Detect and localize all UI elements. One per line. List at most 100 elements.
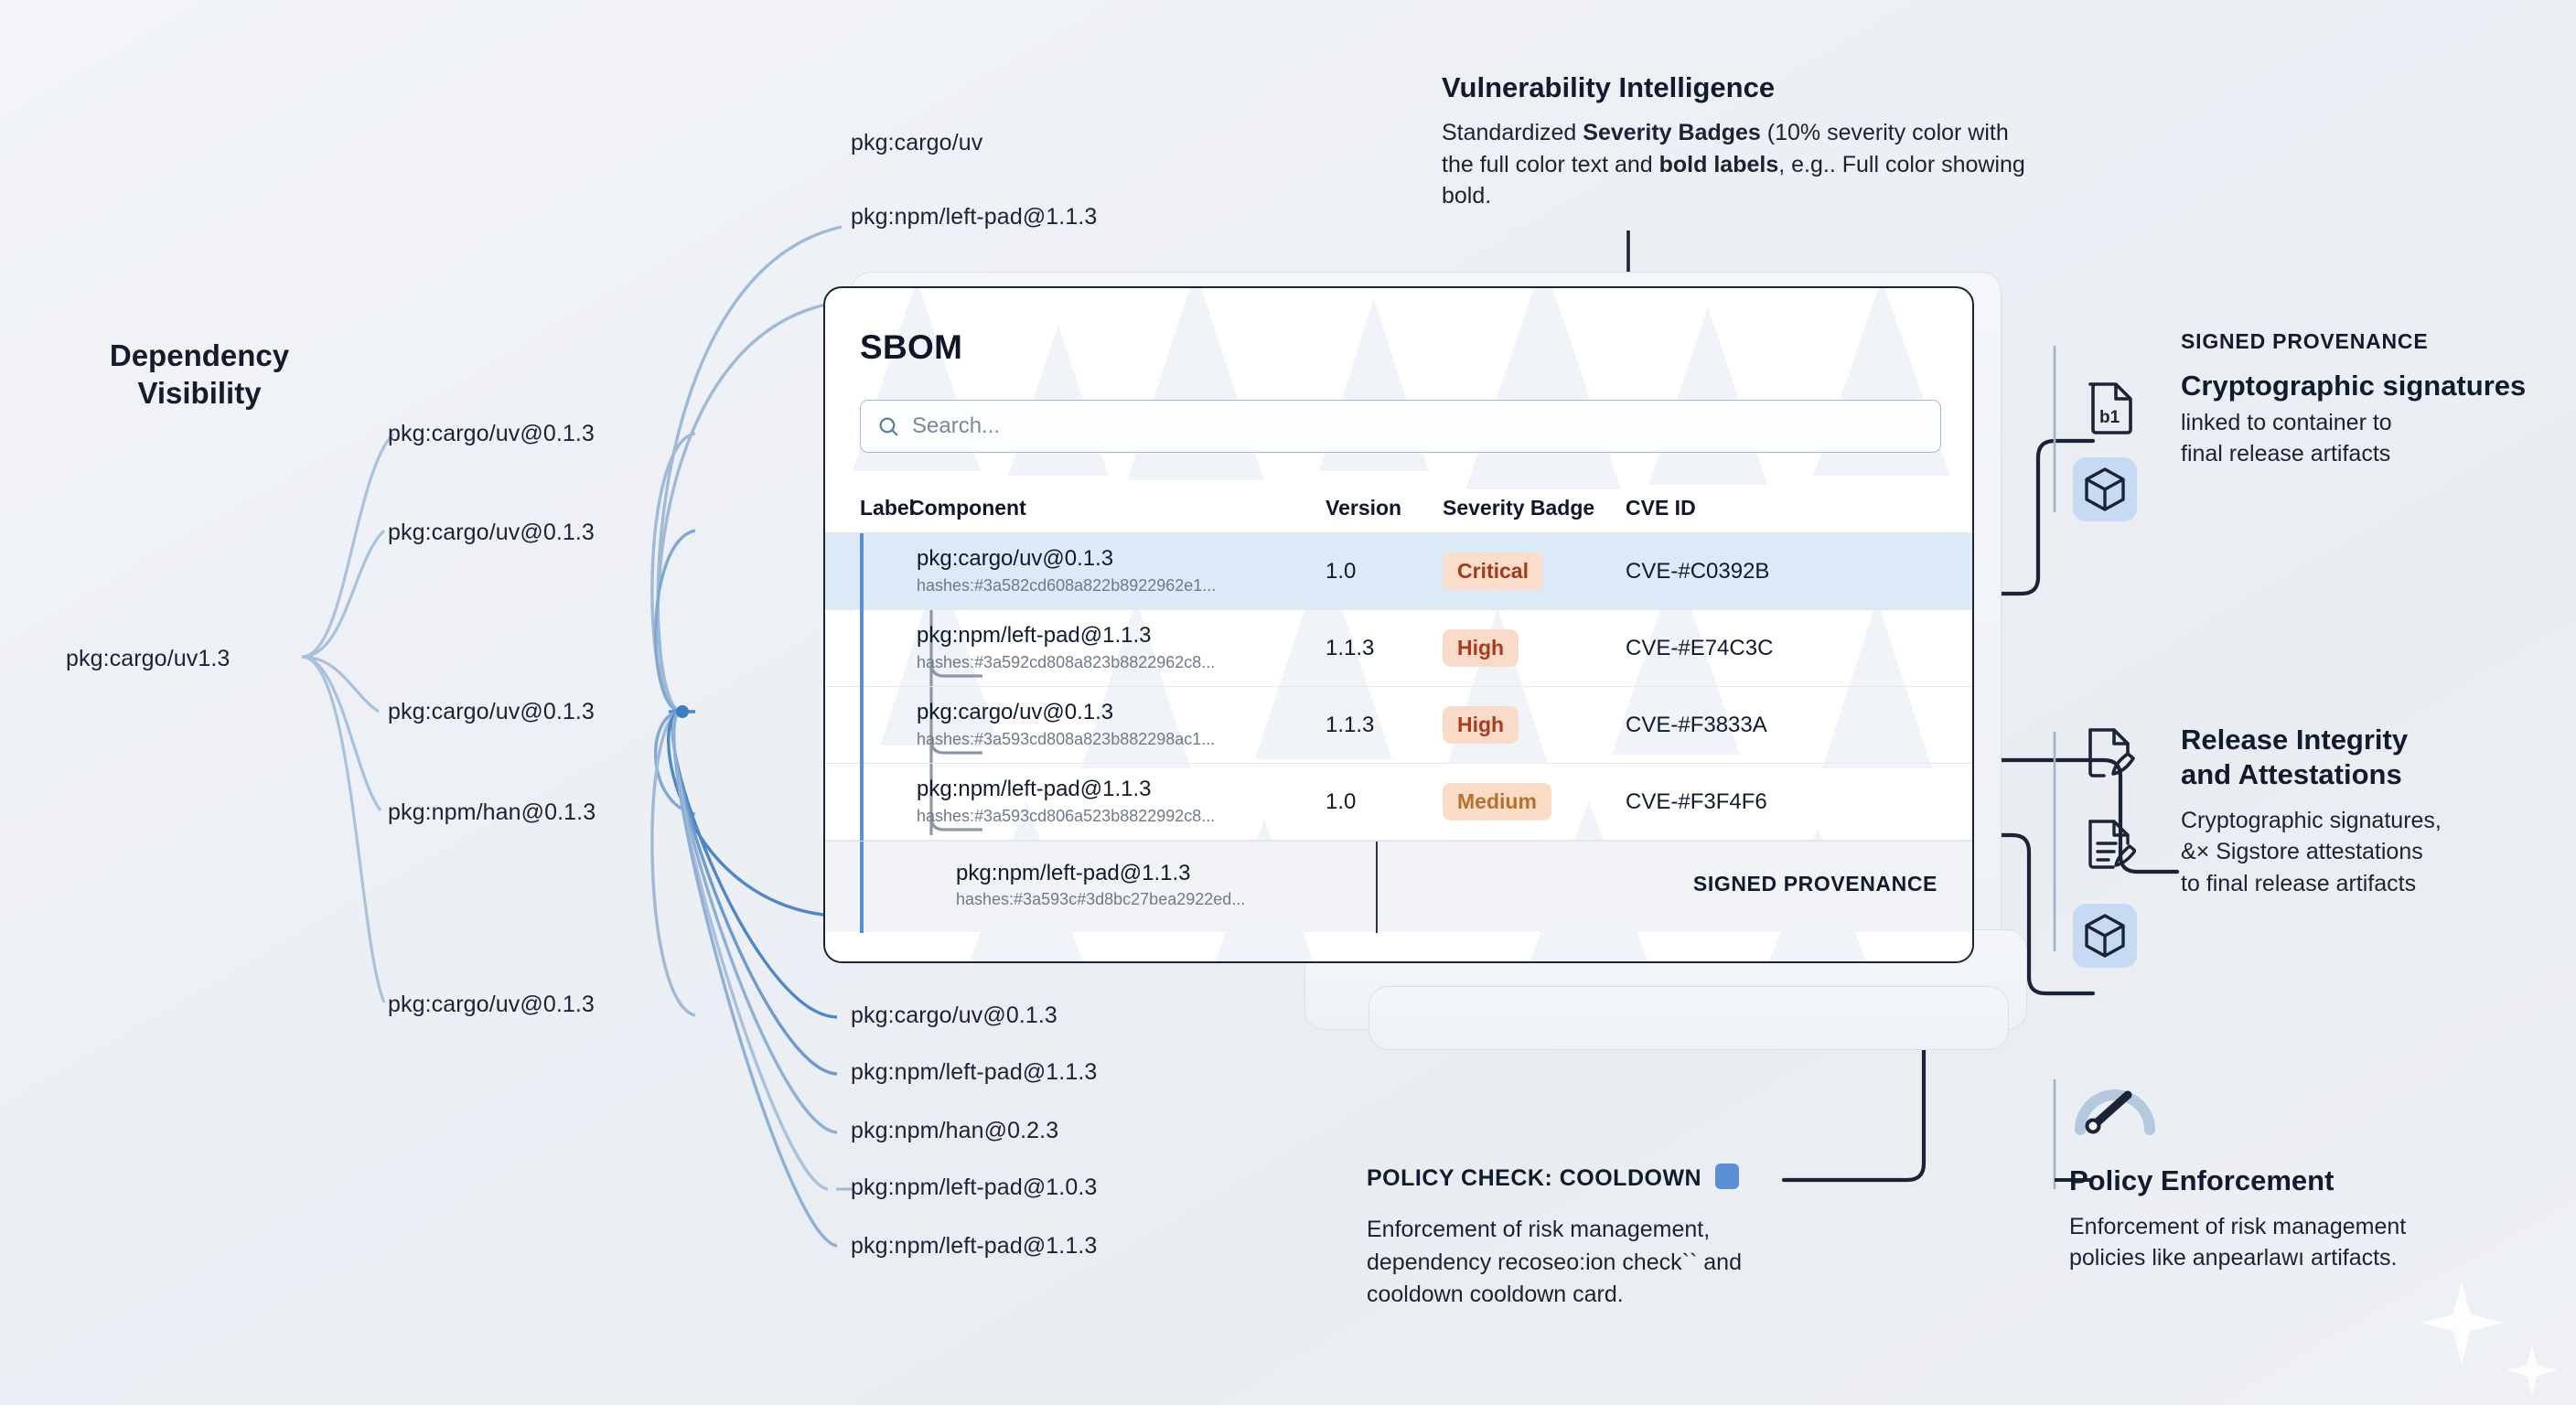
signed-provenance-body: linked to container to final release art… [2181, 409, 2392, 467]
row-component-hash: hashes:#3a592cd808a823b8822962c8... [917, 652, 1216, 671]
row-accent-bar [860, 533, 864, 610]
table-header-row: Label Component Version Severity Badge C… [825, 484, 1972, 533]
policy-check-color-swatch [1714, 1164, 1739, 1189]
vuln-body-bold2: bold labels [1658, 151, 1779, 177]
policy-enforcement-body: Enforcement of risk management policies … [2069, 1213, 2407, 1271]
signed-document-icon [2078, 721, 2142, 785]
dependency-visibility-title: Dependency Visibility [71, 337, 327, 413]
tree-node-bottom-0: pkg:cargo/uv@0.1.3 [851, 1003, 1057, 1028]
vuln-body-seg2: (10% severity [1760, 120, 1906, 145]
tree-root-label: pkg:cargo/uv1.3 [66, 646, 231, 671]
sbom-card-layer-back-2 [1368, 986, 2009, 1050]
severity-badge: High [1443, 629, 1519, 667]
file-b1-icon: b1 [2078, 375, 2142, 439]
row-version: 1.1.3 [1326, 712, 1375, 737]
row-cve-id: CVE-#F3833A [1626, 712, 1767, 737]
search-input[interactable]: Search... [860, 400, 1941, 453]
column-header-version: Version [1326, 496, 1402, 520]
column-header-cve: CVE ID [1626, 496, 1696, 520]
search-icon [879, 417, 898, 436]
search-placeholder-text: Search... [912, 413, 1001, 438]
signed-provenance-title: Cryptographic signatures [2181, 370, 2527, 402]
row-component-name: pkg:npm/left-pad@1.1.3 [917, 623, 1152, 649]
policy-check-body-line1: Enforcement of risk management, [1367, 1217, 1711, 1242]
row-version: 1.0 [1326, 558, 1357, 584]
dep-title-line1: Dependency [109, 338, 290, 372]
tree-node-bottom-4: pkg:npm/left-pad@1.1.3 [851, 1233, 1098, 1259]
vuln-body-seg1: Standardized [1442, 120, 1583, 145]
tree-node-top-0: pkg:cargo/uv [851, 130, 983, 156]
policy-enforcement-section: Policy Enforcement Enforcement of risk m… [2069, 1164, 2508, 1274]
dep-title-line2: Visibility [137, 376, 262, 411]
table-row-overflow[interactable]: pkg:npm/left-pad@1.1.3 hashes:#3a593c#3d… [825, 841, 1972, 933]
row-version: 1.0 [1326, 788, 1357, 814]
severity-badge: High [1443, 706, 1519, 744]
vuln-body-seg5: e.g.. Full color showing bold. [1442, 151, 2025, 209]
gauge-icon [2069, 1070, 2161, 1140]
row-accent-bar [860, 610, 864, 687]
tree-node-top-1: pkg:npm/left-pad@1.1.3 [851, 204, 1098, 230]
row-cve-id: CVE-#C0392B [1626, 558, 1770, 584]
signed-provenance-kicker: SIGNED PROVENANCE [2181, 329, 2429, 353]
tree-node-tier1-2: pkg:cargo/uv@0.1.3 [388, 699, 595, 724]
table-row[interactable]: pkg:cargo/uv@0.1.3 hashes:#3a582cd608a82… [825, 533, 1972, 610]
table-row[interactable]: pkg:npm/left-pad@1.1.3 hashes:#3a593cd80… [825, 764, 1972, 841]
sbom-title: SBOM [860, 328, 963, 366]
row-cve-id: CVE-#F3F4F6 [1626, 788, 1767, 814]
cube-icon [2085, 914, 2125, 958]
row-component-hash: hashes:#3a593cd806a523b8822992c8... [917, 806, 1216, 825]
vuln-body-seg3: color with the full color text and [1442, 120, 2009, 177]
row-component-name: pkg:cargo/uv@0.1.3 [917, 546, 1114, 572]
release-integrity-body: Cryptographic signatures, &× Sigstore at… [2181, 807, 2442, 896]
column-header-component: Component [909, 496, 1026, 520]
overflow-component-name: pkg:npm/left-pad@1.1.3 [956, 861, 1191, 885]
tree-node-bottom-1: pkg:npm/left-pad@1.1.3 [851, 1059, 1098, 1085]
row-accent-bar [860, 687, 864, 764]
vuln-body-seg4: , [1778, 151, 1786, 177]
table-row[interactable]: pkg:npm/left-pad@1.1.3 hashes:#3a592cd80… [825, 610, 1972, 687]
tree-node-tier1-4: pkg:cargo/uv@0.1.3 [388, 992, 595, 1017]
vulnerability-intelligence-annotation: Vulnerability Intelligence Standardized … [1442, 71, 2027, 212]
tree-node-bottom-3: pkg:npm/left-pad@1.0.3 [851, 1174, 1098, 1200]
tree-node-tier1-3: pkg:npm/han@0.1.3 [388, 799, 596, 825]
policy-check-cooldown-block: POLICY CHECK: COOLDOWN Enforcement of ri… [1367, 1164, 1879, 1312]
row-version: 1.1.3 [1326, 635, 1375, 660]
release-integrity-section: Release Integrity and Attestations Crypt… [2181, 723, 2565, 899]
document-pen-icon [2078, 812, 2142, 876]
svg-text:b1: b1 [2099, 408, 2120, 427]
column-header-label: Label [860, 496, 916, 520]
row-component-hash: hashes:#3a593cd808a823b882298ac1... [917, 729, 1216, 748]
column-header-severity: Severity Badge [1443, 496, 1595, 520]
policy-check-title-row: POLICY CHECK: COOLDOWN [1367, 1164, 1879, 1192]
tree-node-bottom-2: pkg:npm/han@0.2.3 [851, 1118, 1059, 1143]
policy-enforcement-title: Policy Enforcement [2069, 1164, 2334, 1196]
policy-check-body-line3: cooldown cooldown card. [1367, 1282, 1624, 1307]
table-row[interactable]: pkg:cargo/uv@0.1.3 hashes:#3a593cd808a82… [825, 687, 1972, 764]
tree-node-tier1-1: pkg:cargo/uv@0.1.3 [388, 520, 595, 545]
release-integrity-title: Release Integrity and Attestations [2181, 724, 2409, 790]
cube-icon-tile [2073, 457, 2137, 521]
row-accent-bar [860, 764, 864, 841]
row-cve-id: CVE-#E74C3C [1626, 635, 1774, 660]
row-component-name: pkg:npm/left-pad@1.1.3 [917, 777, 1152, 802]
row-component-name: pkg:cargo/uv@0.1.3 [917, 700, 1114, 725]
overflow-component-hash: hashes:#3a593c#3d8bc27bea2922ed... [956, 890, 1246, 909]
policy-check-body-line2: dependency recoseo:ion check`` and [1367, 1249, 1742, 1275]
cube-icon [2085, 467, 2125, 511]
vuln-body-bold1: Severity Badges [1583, 120, 1761, 145]
tree-node-tier1-0: pkg:cargo/uv@0.1.3 [388, 421, 595, 446]
cube-icon-tile [2073, 904, 2137, 968]
signed-provenance-section: SIGNED PROVENANCE Cryptographic signatur… [2181, 329, 2547, 470]
sbom-card: SBOM Search... Label Component Version S… [823, 286, 1974, 963]
policy-check-title: POLICY CHECK: COOLDOWN [1367, 1165, 1702, 1191]
vuln-annotation-body: Standardized Severity Badges (10% severi… [1442, 117, 2027, 212]
vuln-annotation-title: Vulnerability Intelligence [1442, 71, 1776, 103]
policy-check-body: Enforcement of risk management, dependen… [1367, 1214, 1879, 1312]
severity-badge: Medium [1443, 783, 1551, 820]
divider [1376, 842, 1378, 933]
row-component-hash: hashes:#3a582cd608a822b8922962e1... [917, 575, 1217, 595]
severity-badge: Critical [1443, 552, 1543, 590]
row-accent-bar [860, 842, 864, 933]
